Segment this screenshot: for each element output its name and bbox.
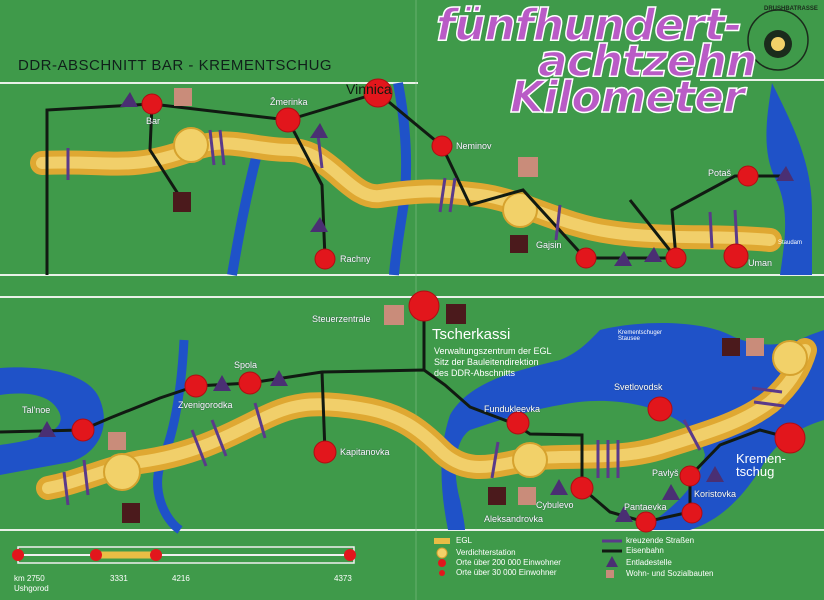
railway-potas-branch [628,199,678,259]
town-label-potas: Potaš [708,168,732,178]
compressor-station-icon [103,453,141,491]
legend-city-medium: Orte über 30 000 Einwohner [456,568,557,577]
legend-housing: Wohn- und Sozialbauten [626,569,714,578]
town-label-svetlovodsk: Svetlovodsk [614,382,663,392]
poster-title-line-2: achtzehn [537,35,758,88]
railway-rachny-branch [286,119,327,259]
reservoir-label: Krementschuger Stausee [618,330,663,342]
town-label-fundukleevka: Fundukleevka [484,404,541,414]
towns-bottom [71,290,806,533]
compressor-station-icon [772,340,808,376]
town-label-bar: Bar [146,116,161,126]
scale-start-label: Ushgorod [14,584,49,593]
river-talnoe [0,367,104,475]
scale-end-label: 4373 [334,574,352,583]
pipeline-bottom-highlight [42,344,811,494]
river-top-1 [227,148,263,276]
emblem-text: DRUSHBATRASSE [764,6,818,12]
town-label-zvenigorodka: Zvenigorodka [178,400,233,410]
town-label-koristovka: Koristovka [694,489,737,499]
compressor-station-icon [502,192,538,228]
legend-egl: EGL [456,536,473,545]
scale-bar [12,546,356,564]
town-label-krementschug: Kremen- tschug [736,451,786,479]
town-label-uman: Uman [748,258,773,268]
town-label-rachny: Rachny [340,254,371,264]
krementschug-reservoir [441,323,824,530]
poster-title-line-1: fünfhundert- [435,0,743,52]
town-label-talnoe: Tal'noe [22,405,51,415]
tscherkassi-desc-2: Sitz der Bauleitendirektion [434,357,539,367]
dam-label: Staudam [778,240,803,246]
tscherkassi-desc-3: des DDR-Abschnitts [434,368,516,378]
unloading-points-bottom [38,370,724,522]
scale-km-mid1: 3331 [110,574,128,583]
legend-city-large: Orte über 200 000 Einwohner [456,558,561,567]
crossings-top [66,129,739,249]
city-title-tscherkassi: Tscherkassi [432,326,511,343]
unloading-points-top [120,92,794,266]
scale-km-mid2: 4216 [172,574,190,583]
town-label-zmerinka: Žmerinka [270,97,308,107]
legend-railway: Eisenbahn [626,546,664,555]
legend-compressor: Verdichterstation [456,548,516,557]
town-label-pavlys: Pavlyš [652,468,679,478]
scale-km-start: km 2750 [14,574,45,583]
housing-top [173,88,538,253]
town-label-steuerzentrale: Steuerzentrale [312,314,371,324]
town-label-cybulevo: Cybulevo [536,500,574,510]
tscherkassi-desc-1: Verwaltungszentrum der EGL [434,346,552,356]
railway-krementschug [688,428,791,478]
town-label-aleksandrovka: Aleksandrovka [484,514,544,524]
town-label-spola: Spola [234,360,258,370]
emblem-icon [747,9,809,71]
railway-bottom [0,368,584,488]
section-title: DDR-ABSCHNITT BAR - KREMENTSCHUG [18,57,333,74]
railway-kapitanovka-branch [320,371,327,453]
legend-roads: kreuzende Straßen [626,536,695,545]
housing-bottom [108,304,764,523]
poster-title-line-3: Kilometer [509,71,745,124]
legend-symbols [434,538,622,578]
towns-top [141,78,759,270]
town-label-kapitanovka: Kapitanovka [340,447,390,457]
town-label-gajsin: Gajsin [536,240,562,250]
crossings-bottom [62,386,785,506]
town-label-pantaevka: Pantaevka [624,502,667,512]
legend-unloading: Entladestelle [626,558,672,567]
town-label-vinnica: Vinnica [346,81,392,97]
town-label-neminov: Neminov [456,141,492,151]
compressor-station-icon [512,442,548,478]
compressor-station-icon [173,127,209,163]
railway-bar-branch [148,103,184,201]
